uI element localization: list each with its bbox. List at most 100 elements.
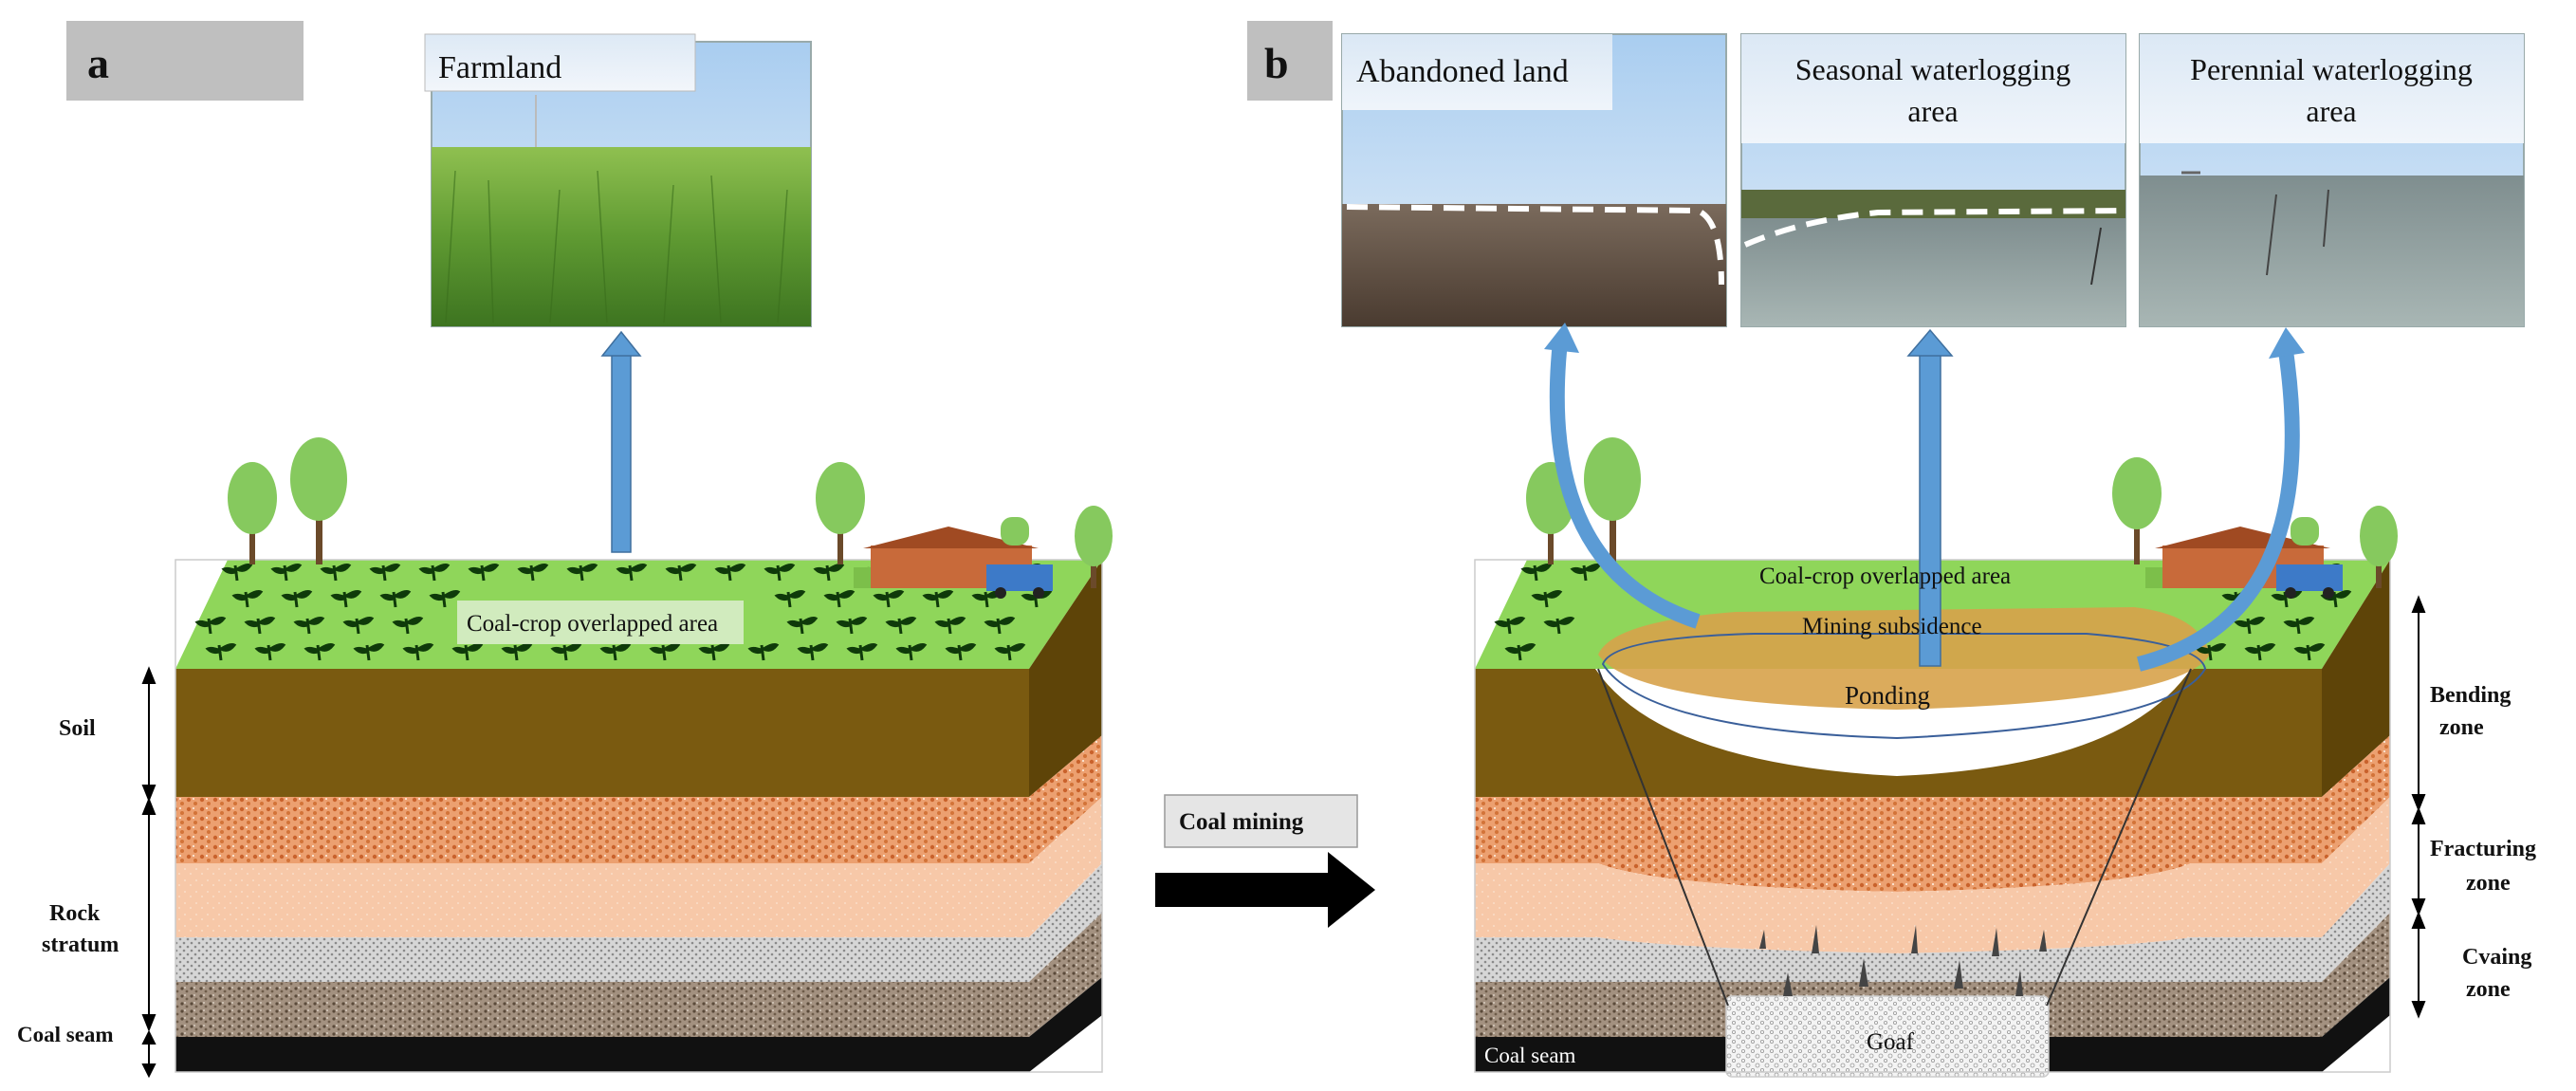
photo-link-arrows <box>1544 323 2305 672</box>
coal-mining-label-box <box>1164 794 1358 848</box>
rock-label-line1: Rock <box>49 901 101 926</box>
crop-sprout <box>836 617 868 635</box>
crop-sprout <box>1504 643 1536 661</box>
coal-mining-arrow <box>1155 852 1375 928</box>
crop-sprout <box>994 643 1026 661</box>
overlap-label-b: Coal-crop overlapped area <box>1759 564 2011 589</box>
ponding-area <box>1601 633 2207 740</box>
panel-b: b Abandoned land Seasonal waterlogging a… <box>1247 21 2536 1078</box>
crop-sprout <box>2283 617 2315 635</box>
crop-sprout <box>501 643 533 661</box>
crop-sprout <box>293 617 325 635</box>
crop-sprout <box>2244 643 2276 661</box>
crop-sprout <box>934 617 966 635</box>
farmland-photo: Farmland <box>424 33 812 327</box>
coal-seam-label-b: Coal seam <box>1484 1044 1576 1067</box>
perennial-caption-box <box>2140 34 2524 143</box>
farmland-caption-box <box>424 33 696 92</box>
zone-fracturing-line2: zone <box>2466 871 2511 896</box>
crop-sprout <box>873 590 905 608</box>
side-annotations-a <box>141 666 156 1079</box>
crop-sprout <box>665 564 697 582</box>
perennial-caption-line1: Perennial waterlogging <box>2190 52 2473 86</box>
crop-sprout <box>1520 564 1553 582</box>
trees-b <box>1526 437 2398 588</box>
crop-sprout <box>764 564 796 582</box>
panel-a-label: a <box>87 39 109 87</box>
farmland-arrow <box>600 330 642 553</box>
crop-sprout <box>895 643 928 661</box>
subsidence-label: Mining subsidence <box>1802 614 1982 639</box>
abandoned-land-caption: Abandoned land <box>1356 54 1569 89</box>
soil-label: Soil <box>59 716 96 741</box>
goaf-zone <box>1725 995 2050 1078</box>
coal-mining-transition: Coal mining <box>1155 794 1375 928</box>
crop-sprout <box>1494 617 1526 635</box>
crop-sprout <box>885 617 917 635</box>
trees-a <box>228 437 1113 588</box>
crop-sprout <box>846 643 878 661</box>
crop-sprout <box>304 643 336 661</box>
panel-a: a Farmland <box>17 21 1113 1079</box>
crop-sprout <box>205 643 237 661</box>
rock-label-line2: stratum <box>42 933 119 957</box>
crop-sprout <box>786 617 819 635</box>
crop-sprout <box>330 590 362 608</box>
crop-sprout <box>823 590 856 608</box>
crop-sprout <box>550 643 582 661</box>
crop-plants-a <box>194 564 1053 661</box>
crop-sprout <box>1543 617 1575 635</box>
crop-sprout <box>221 564 253 582</box>
crop-sprout <box>194 617 227 635</box>
crop-sprout <box>813 564 845 582</box>
crop-sprout <box>714 564 746 582</box>
abandoned-land-caption-box <box>1342 34 1612 110</box>
village-b <box>2145 517 2343 599</box>
seasonal-caption-line2: area <box>1907 94 1958 128</box>
crop-sprout <box>320 564 352 582</box>
seasonal-caption-box <box>1741 34 2125 143</box>
zone-caving-line2: zone <box>2466 977 2511 1002</box>
crop-sprout <box>418 564 451 582</box>
crop-sprout <box>429 590 461 608</box>
arrow-to-abandoned <box>1549 341 1701 629</box>
crop-sprout <box>353 643 385 661</box>
coal-seam-label-a: Coal seam <box>17 1023 114 1046</box>
zone-caving-line1: Cvaing <box>2462 945 2531 970</box>
perennial-waterlogging-photo: Perennial waterlogging area <box>2139 33 2525 327</box>
crop-sprout <box>984 617 1016 635</box>
crop-sprout <box>254 643 286 661</box>
caving-spikes <box>1759 925 2047 996</box>
ponding-label: Ponding <box>1845 681 1930 710</box>
crop-sprout <box>451 643 484 661</box>
crop-sprout <box>270 564 303 582</box>
crop-sprout <box>1531 590 1563 608</box>
crop-sprout <box>468 564 500 582</box>
seasonal-waterlogging-photo: Seasonal waterlogging area <box>1740 33 2126 327</box>
crop-sprout <box>517 564 549 582</box>
village-a <box>854 517 1053 599</box>
farmland-caption: Farmland <box>438 50 561 85</box>
crop-sprout <box>922 590 954 608</box>
crop-sprout <box>747 643 780 661</box>
crop-sprout <box>2293 643 2326 661</box>
abandoned-land-photo: Abandoned land <box>1341 33 1727 327</box>
zone-annotations <box>2411 595 2426 1019</box>
crop-sprout <box>698 643 730 661</box>
perennial-caption-line2: area <box>2306 94 2356 128</box>
panel-b-label: b <box>1264 39 1289 87</box>
crop-sprout <box>797 643 829 661</box>
crop-sprout <box>369 564 401 582</box>
zone-bending-line1: Bending <box>2430 683 2511 708</box>
crop-sprout <box>1570 564 1602 582</box>
overlap-label-box-a <box>457 601 744 644</box>
geology-block-a <box>175 559 1103 1073</box>
goaf-label: Goaf <box>1867 1029 1915 1055</box>
crop-sprout <box>281 590 313 608</box>
crop-sprout <box>599 643 632 661</box>
crop-sprout <box>402 643 434 661</box>
crop-sprout <box>379 590 412 608</box>
seasonal-caption-line1: Seasonal waterlogging <box>1795 52 2071 86</box>
crop-sprout <box>616 564 648 582</box>
